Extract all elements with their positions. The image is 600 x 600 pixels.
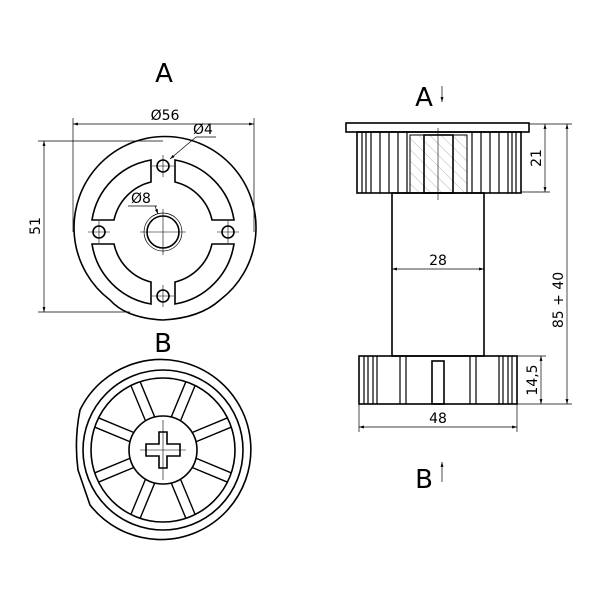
rib-line [130,385,147,421]
center-lines [88,155,239,307]
mounting-holes [92,159,235,303]
dim-base-height: 14,5 [525,364,541,395]
rib-line [94,457,130,474]
base-ring-inner [90,377,236,523]
base-outline [75,358,252,541]
rib-line [196,426,232,443]
hub [128,415,198,485]
dim-height: 51 [28,217,44,235]
base-ribs [363,356,513,404]
slots [91,159,235,305]
center-slot [145,431,181,469]
dim-top-height: 21 [529,149,545,167]
base-body [358,355,518,405]
dim-base-width: 48 [429,411,447,427]
dim-column-width: 28 [429,253,447,269]
rib-line [170,381,187,417]
outer-flange [73,135,257,321]
rib-line [98,417,134,434]
top-flange [345,122,530,133]
rib-line [179,479,196,515]
view-a-label: A [155,59,173,89]
section-hatch [409,134,468,194]
arrow-b-label: B [415,465,433,495]
rib-line [192,466,228,483]
rib-line [94,426,130,443]
dim-total-height: 85 + 40 [551,272,567,328]
spokes [94,381,232,519]
dim-center-diameter: Ø8 [131,191,151,207]
rib-line [130,479,147,515]
dim-outer-diameter: Ø56 [151,108,180,124]
view-b: B [75,329,252,541]
top-ribs [361,132,517,193]
column [391,192,485,357]
dim-hole-diameter: Ø4 [193,122,213,138]
base-slot [431,360,445,405]
rib-line [170,483,187,519]
rib-line [98,466,134,483]
view-b-label: B [154,329,172,359]
rib-line [196,457,232,474]
base-ring-outer [82,369,244,531]
rib-line [179,385,196,421]
arrow-a-label: A [415,83,433,113]
rib-line [139,483,156,519]
view-a: A Ø56 Ø4 Ø8 [28,59,257,321]
rib-line [192,417,228,434]
rib-line [139,381,156,417]
side-view: A B 28 21 85 + 40 14,5 48 [345,83,572,495]
